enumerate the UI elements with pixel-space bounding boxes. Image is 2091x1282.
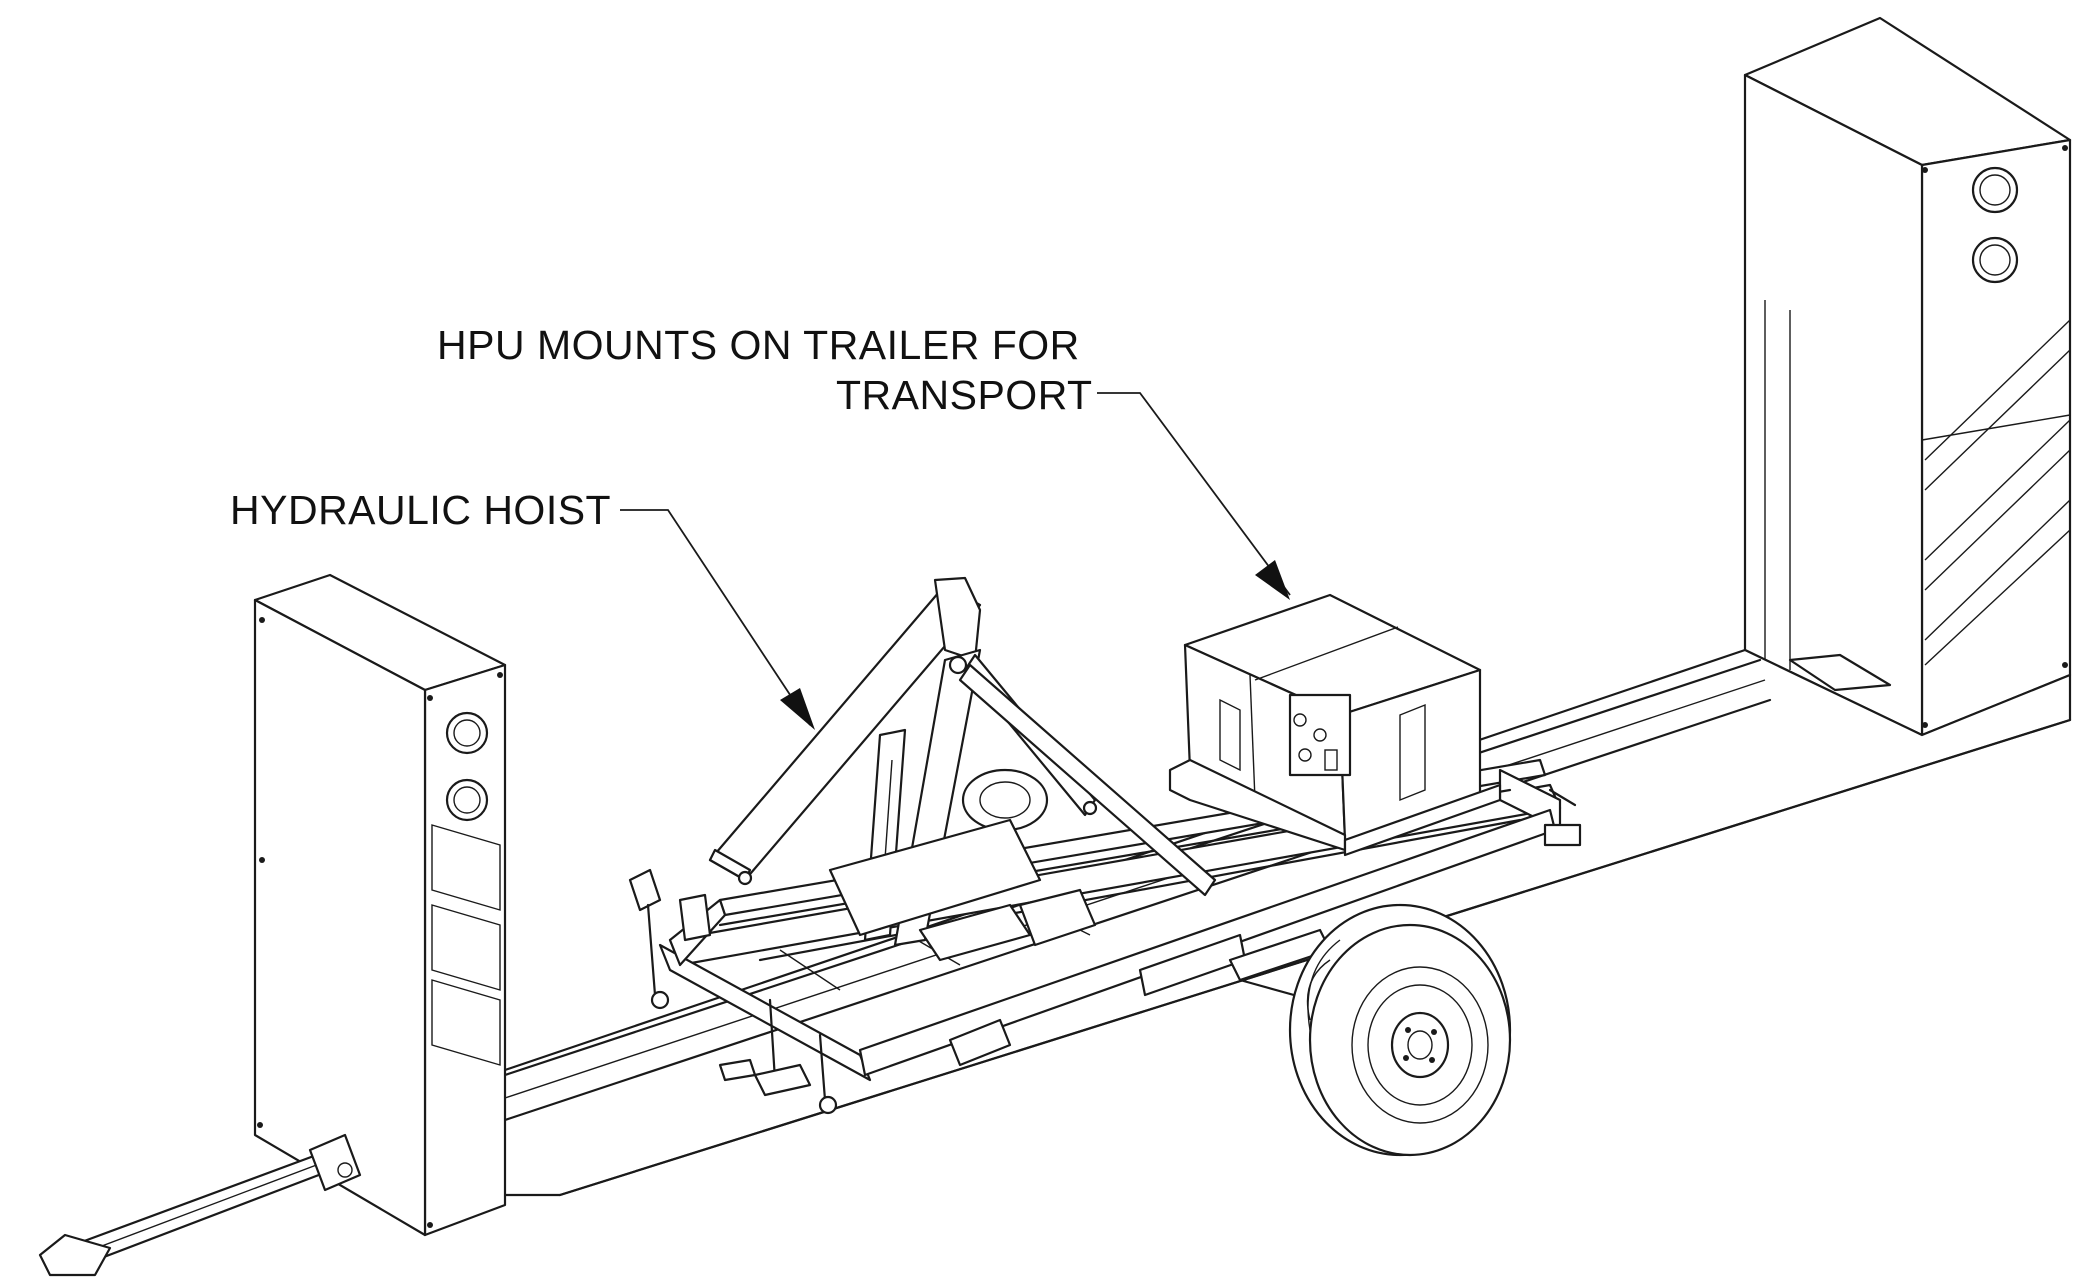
left-cabinet xyxy=(253,573,507,1237)
hpu-callout-line2: TRANSPORT xyxy=(836,372,1093,418)
hydraulic-hoist xyxy=(708,576,1217,962)
axle-wheel xyxy=(1228,903,1512,1157)
hoist-leader xyxy=(620,509,815,730)
jack-stands xyxy=(628,868,838,1115)
right-cabinet xyxy=(1743,16,2072,737)
hpu-callout-line1: HPU MOUNTS ON TRAILER FOR xyxy=(437,322,1080,368)
hoist-callout: HYDRAULIC HOIST xyxy=(230,487,612,533)
hpu-unit xyxy=(1168,593,1582,857)
tow-tongue xyxy=(38,1133,362,1277)
hpu-leader xyxy=(1097,392,1291,600)
